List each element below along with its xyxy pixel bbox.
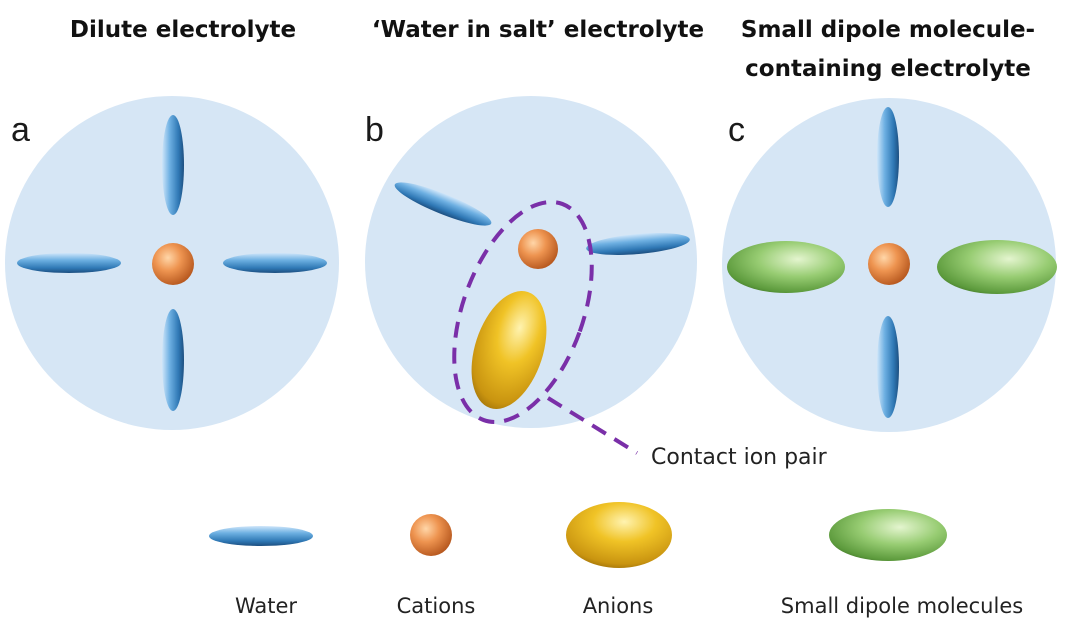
legend-label-small-dipole-molecules: Small dipole molecules	[781, 594, 1023, 618]
panel-a-letter: a	[11, 111, 30, 149]
panel-a	[5, 96, 339, 430]
water-molecule	[877, 107, 899, 207]
contact-ion-pair-outline	[452, 200, 594, 424]
cation	[518, 229, 558, 269]
water-molecule	[394, 182, 492, 226]
panel-b-title: ‘Water in salt’ electrolyte	[372, 17, 704, 43]
annotation-leader-line	[546, 396, 639, 455]
small-dipole-molecule	[727, 241, 845, 293]
dipole-molecule-icon	[829, 509, 947, 561]
water-molecule	[162, 115, 184, 215]
anion	[471, 291, 547, 409]
cation-icon	[410, 514, 452, 556]
cation	[152, 243, 194, 285]
legend-label-water: Water	[235, 594, 297, 618]
panel-b	[365, 96, 697, 455]
water-molecule	[877, 316, 899, 418]
legend-label-anions: Anions	[583, 594, 654, 618]
water-molecule	[17, 253, 121, 273]
panel-a-title: Dilute electrolyte	[70, 17, 296, 43]
small-dipole-molecule	[937, 240, 1057, 294]
water-molecule	[223, 253, 327, 273]
water-molecule-icon	[209, 526, 313, 546]
water-molecule	[162, 309, 184, 411]
panel-b-letter: b	[365, 111, 384, 149]
panel-c-title-line-1: Small dipole molecule-	[741, 17, 1035, 43]
water-molecule	[586, 233, 690, 255]
panel-c-title-line-2: containing electrolyte	[745, 56, 1031, 82]
contact-ion-pair-label: Contact ion pair	[651, 445, 828, 470]
cation	[868, 243, 910, 285]
legend: Water Cations Anions Small dipole molecu…	[209, 502, 1023, 618]
panel-c	[722, 98, 1057, 432]
anion-icon	[566, 502, 672, 568]
panel-c-letter: c	[728, 111, 745, 149]
legend-label-cations: Cations	[397, 594, 476, 618]
